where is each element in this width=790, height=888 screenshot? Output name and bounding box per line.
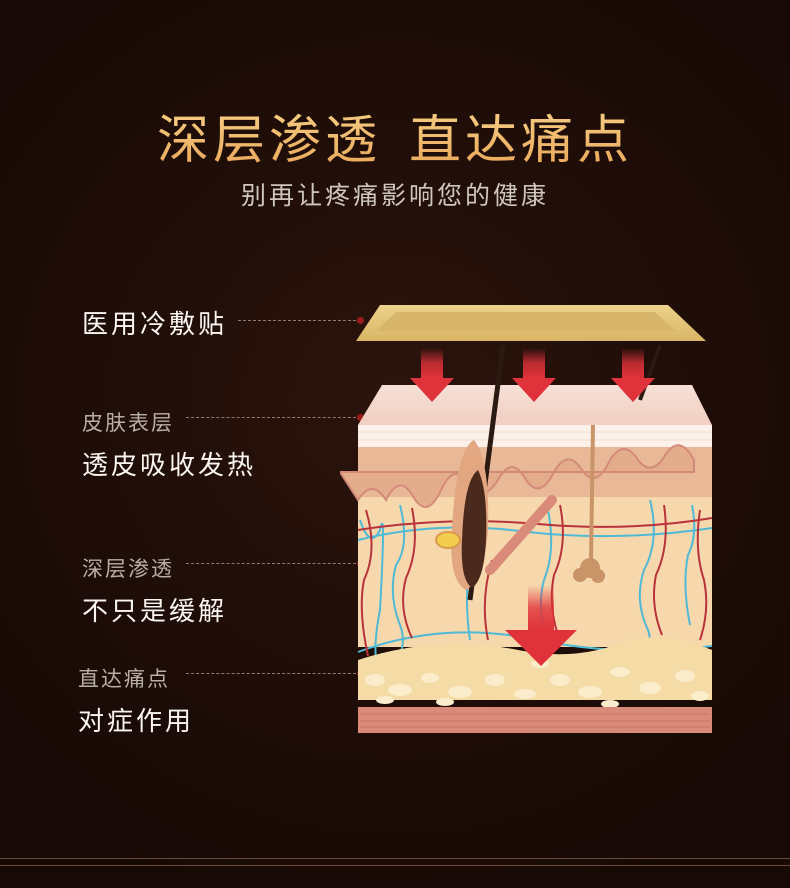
- bottom-divider-1: [0, 858, 790, 859]
- callout-target-subtitle: 直达痛点: [78, 667, 170, 691]
- skin-surface: [358, 385, 712, 425]
- headline-part-1: 深层渗透: [156, 111, 381, 171]
- heat-arrows: [410, 348, 655, 666]
- page-headline: 深层渗透直达痛点: [0, 98, 790, 173]
- leader-line-target: [186, 673, 356, 674]
- bottom-divider-2: [0, 865, 790, 866]
- sweat-gland: [573, 424, 605, 583]
- leader-line-surface: [186, 417, 356, 418]
- cooling-patch-graphic: [356, 305, 706, 341]
- callout-deep: 深层渗透 不只是缓解: [82, 553, 227, 628]
- callout-surface-label: 透皮吸收发热: [82, 451, 257, 481]
- callout-deep-subtitle: 深层渗透: [82, 557, 174, 581]
- leader-line-patch: [238, 320, 356, 321]
- leader-line-deep: [186, 563, 356, 564]
- skin-diagram: [340, 305, 713, 733]
- marker-dot-patch: [357, 317, 364, 324]
- callout-patch-label: 医用冷敷贴: [82, 310, 228, 340]
- callout-target-label: 对症作用: [78, 707, 195, 737]
- page-subtitle: 别再让疼痛影响您的健康: [240, 181, 549, 210]
- marker-dot-surface: [357, 414, 364, 421]
- headline-part-2: 直达痛点: [409, 111, 634, 171]
- hair-follicle: [435, 344, 557, 601]
- callout-surface: 皮肤表层 透皮吸收发热: [82, 407, 256, 482]
- callout-deep-label: 不只是缓解: [82, 597, 228, 627]
- callout-surface-subtitle: 皮肤表层: [82, 411, 174, 435]
- callout-target: 直达痛点 对症作用: [78, 663, 194, 738]
- callout-patch: 医用冷敷贴: [82, 304, 227, 341]
